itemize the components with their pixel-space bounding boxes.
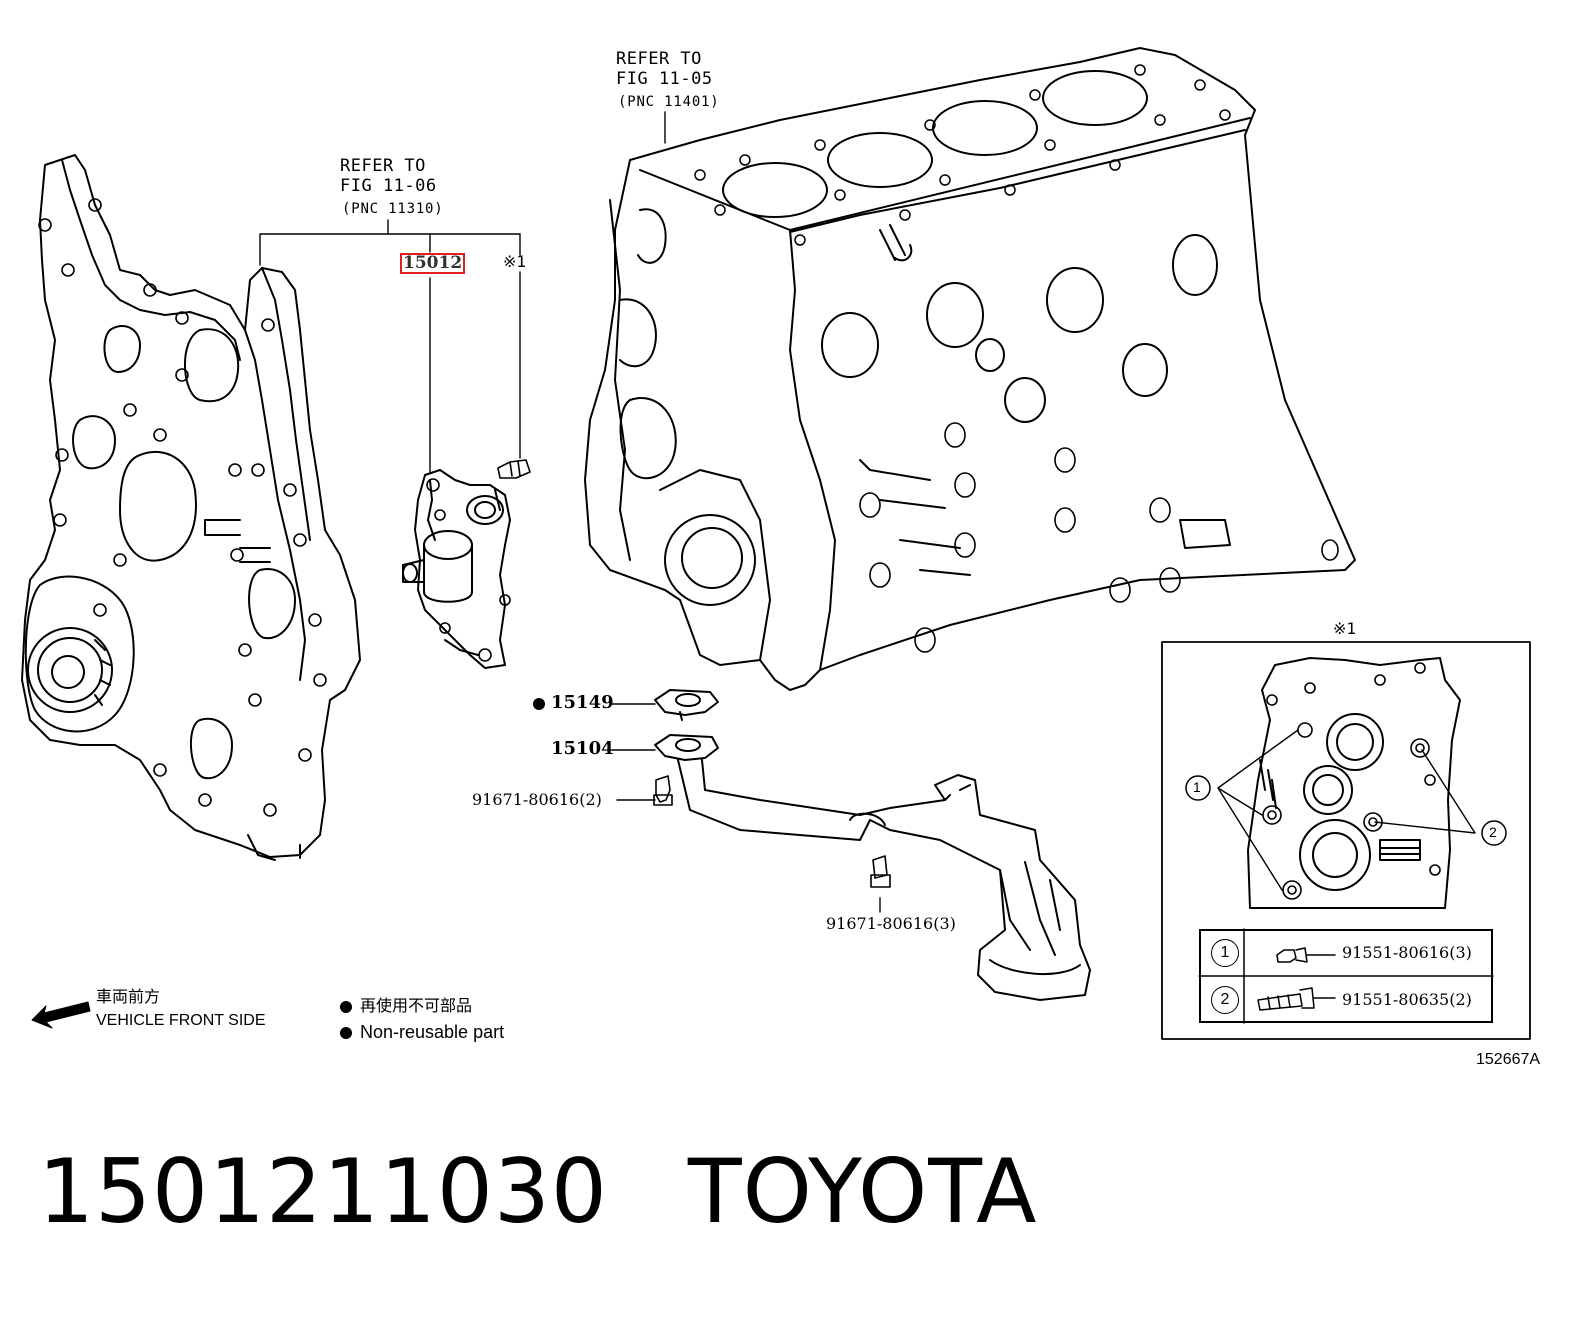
legend-nonreuse-en: Non-reusable part	[360, 1022, 505, 1042]
product-footer: 1501211030 TOYOTA	[38, 1140, 1037, 1243]
nonreuse-dot-icons	[340, 698, 545, 1039]
fastener-table: 1 91551-80616(3) 2 91551-80635(2)	[1199, 929, 1493, 1023]
legend-front-jp: 車両前方	[96, 987, 161, 1006]
inset-note-mark: ※1	[1333, 619, 1357, 638]
leader-lines	[259, 111, 881, 913]
ref-cover-pnc: (PNC 11310)	[342, 201, 444, 217]
fastener-row[interactable]: 1 91551-80616(3)	[1201, 931, 1491, 977]
inset-callout-2: 2	[1489, 824, 1497, 840]
part-15012-highlighted[interactable]: 15012	[400, 253, 466, 274]
fastener-row-num: 1	[1211, 939, 1239, 967]
inset-detail-drawing	[1161, 641, 1531, 1040]
water-pump-drawing	[402, 469, 511, 669]
fastener-row-part: 91551-80635(2)	[1342, 990, 1472, 1009]
footer-brand: TOYOTA	[687, 1140, 1038, 1243]
bolt-91671-b[interactable]: 91671-80616(3)	[826, 914, 956, 933]
fastener-row-num: 2	[1211, 986, 1239, 1014]
legend-front-en: VEHICLE FRONT SIDE	[96, 1012, 266, 1029]
legend-nonreuse-jp: 再使用不可部品	[360, 996, 473, 1015]
bolt-91671-a-drawing	[653, 775, 673, 806]
gasket-15149-drawing	[654, 689, 719, 721]
ref-cover-line2: FIG 11-06	[340, 176, 437, 196]
bolt-91671-a[interactable]: 91671-80616(2)	[472, 790, 602, 809]
front-arrow-icon	[31, 1001, 91, 1029]
fastener-row[interactable]: 2 91551-80635(2)	[1201, 978, 1491, 1024]
ref-block-line2: FIG 11-05	[616, 69, 713, 89]
bolt-small-drawing	[497, 459, 531, 479]
note-mark-1: ※1	[503, 252, 527, 271]
ref-block-pnc: (PNC 11401)	[618, 94, 720, 110]
footer-part-number: 1501211030	[38, 1140, 608, 1243]
figure-id: 152667A	[1476, 1051, 1541, 1068]
part-15104[interactable]: 15104	[551, 738, 614, 759]
ref-block-line1: REFER TO	[616, 49, 702, 69]
bolt-91671-b-drawing	[870, 855, 891, 888]
timing-cover-drawing	[21, 154, 361, 861]
fastener-row-part: 91551-80616(3)	[1342, 943, 1472, 962]
cylinder-block-drawing	[584, 47, 1356, 691]
part-15149[interactable]: 15149	[551, 692, 614, 713]
ref-cover-line1: REFER TO	[340, 156, 426, 176]
oil-strainer-drawing	[654, 734, 1091, 1001]
inset-callout-1: 1	[1193, 779, 1201, 795]
